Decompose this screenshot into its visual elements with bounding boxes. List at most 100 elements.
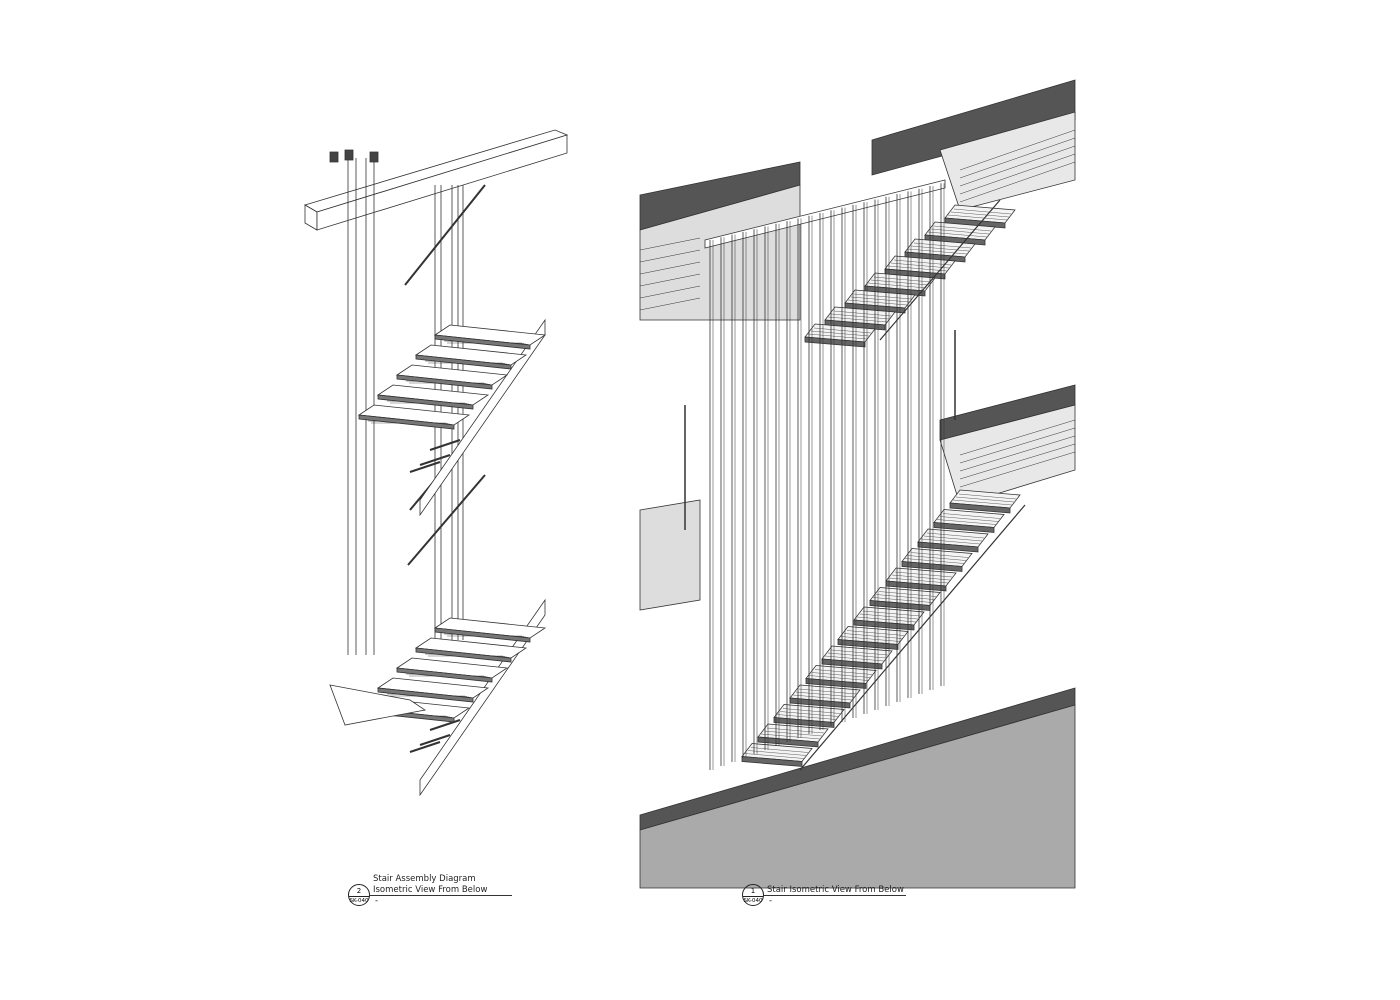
tread-groove bbox=[862, 610, 921, 617]
tread-groove bbox=[830, 313, 890, 320]
tread-edge bbox=[415, 647, 512, 663]
tread-edge bbox=[377, 394, 474, 410]
tread-groove bbox=[840, 636, 901, 642]
tread-groove bbox=[907, 555, 967, 561]
slab-line bbox=[959, 427, 1076, 464]
view-title-line1: Stair Isometric View From Below bbox=[767, 885, 904, 895]
beam bbox=[304, 129, 569, 213]
tread-groove bbox=[891, 574, 951, 581]
slab-line bbox=[959, 443, 1076, 480]
bolt bbox=[429, 439, 461, 451]
tread-groove bbox=[873, 276, 932, 283]
tread-groove bbox=[878, 591, 937, 597]
slab-line bbox=[639, 249, 701, 263]
tread-groove bbox=[913, 242, 972, 249]
slab-edge bbox=[639, 184, 801, 321]
tread-groove bbox=[810, 330, 870, 337]
tread-groove bbox=[958, 493, 1017, 500]
slab-line bbox=[639, 285, 701, 299]
view-title-line1: Stair Assembly Diagram bbox=[373, 874, 476, 884]
tread-groove bbox=[827, 316, 888, 323]
tread-groove bbox=[894, 571, 953, 578]
slab-line bbox=[959, 145, 1076, 187]
tread-groove bbox=[890, 262, 950, 269]
tread-edge bbox=[853, 619, 915, 631]
tread-edge bbox=[358, 414, 455, 430]
tread-edge bbox=[824, 319, 886, 331]
slab-line bbox=[959, 419, 1076, 456]
tread-groove bbox=[808, 675, 869, 681]
stair-assembly-diagram bbox=[304, 129, 569, 797]
tread-groove bbox=[936, 519, 997, 525]
tread-groove bbox=[807, 333, 868, 340]
tread-groove bbox=[763, 730, 823, 737]
tread-groove bbox=[766, 727, 825, 734]
beam bbox=[316, 134, 568, 231]
tread-edge bbox=[901, 561, 963, 572]
tread-groove bbox=[955, 496, 1015, 503]
slab-section bbox=[939, 111, 1076, 211]
tread-groove bbox=[910, 552, 969, 558]
tread-groove bbox=[926, 532, 985, 539]
bolt bbox=[409, 461, 441, 473]
tread-edge bbox=[949, 502, 1011, 514]
tread-groove bbox=[833, 310, 892, 317]
tread-groove bbox=[843, 633, 903, 639]
brace bbox=[407, 474, 486, 566]
view-title-line2: Isometric View From Below bbox=[373, 885, 488, 895]
tread-groove bbox=[760, 733, 821, 740]
tread-groove bbox=[744, 753, 805, 759]
slab-line bbox=[959, 451, 1076, 488]
tread-groove bbox=[887, 265, 948, 272]
slab-edge bbox=[639, 499, 701, 611]
sheet-number: SK-040 bbox=[349, 896, 369, 904]
tread-groove bbox=[907, 248, 968, 255]
bracket bbox=[369, 151, 379, 163]
tread-groove bbox=[824, 655, 885, 662]
tread-groove bbox=[750, 747, 809, 753]
stair-isometric-view bbox=[639, 79, 1076, 889]
stringer bbox=[799, 504, 1026, 771]
tread-groove bbox=[947, 214, 1008, 221]
tread-edge bbox=[805, 678, 867, 689]
bolt bbox=[429, 719, 461, 731]
view-scale: - bbox=[769, 896, 773, 906]
tread-edge bbox=[741, 756, 803, 767]
brace bbox=[404, 184, 486, 286]
tread-edge bbox=[434, 334, 531, 350]
bolt bbox=[419, 734, 451, 746]
slab-line bbox=[639, 297, 701, 311]
tread-groove bbox=[920, 538, 981, 545]
stringer bbox=[419, 318, 546, 517]
slab-line bbox=[639, 237, 701, 251]
tread-groove bbox=[904, 558, 965, 564]
tread-edge bbox=[864, 285, 926, 297]
tread-groove bbox=[952, 499, 1013, 506]
tread-edge bbox=[904, 251, 966, 263]
tread-edge bbox=[396, 667, 493, 683]
tread-groove bbox=[813, 327, 872, 334]
tread-groove bbox=[850, 296, 910, 303]
slab-line bbox=[959, 435, 1076, 472]
view-number: 1 bbox=[750, 887, 756, 895]
tread-groove bbox=[939, 516, 999, 522]
tread-edge bbox=[944, 217, 1006, 229]
tread-edge bbox=[377, 687, 474, 703]
tread-groove bbox=[893, 259, 952, 266]
loose-tread bbox=[329, 684, 427, 726]
tread-groove bbox=[953, 208, 1012, 215]
tread-groove bbox=[782, 708, 841, 714]
tread-edge bbox=[924, 234, 986, 246]
tread-groove bbox=[795, 691, 855, 698]
slab-line bbox=[959, 153, 1076, 195]
slab-line bbox=[639, 273, 701, 287]
wall-face bbox=[639, 704, 1076, 889]
slab-line bbox=[959, 129, 1076, 171]
tread-edge bbox=[757, 736, 819, 748]
tread-edge bbox=[396, 374, 493, 390]
sheet-number: SK-040 bbox=[743, 896, 763, 904]
tread-groove bbox=[942, 513, 1001, 519]
tread-edge bbox=[415, 354, 512, 370]
tread-groove bbox=[827, 652, 887, 659]
